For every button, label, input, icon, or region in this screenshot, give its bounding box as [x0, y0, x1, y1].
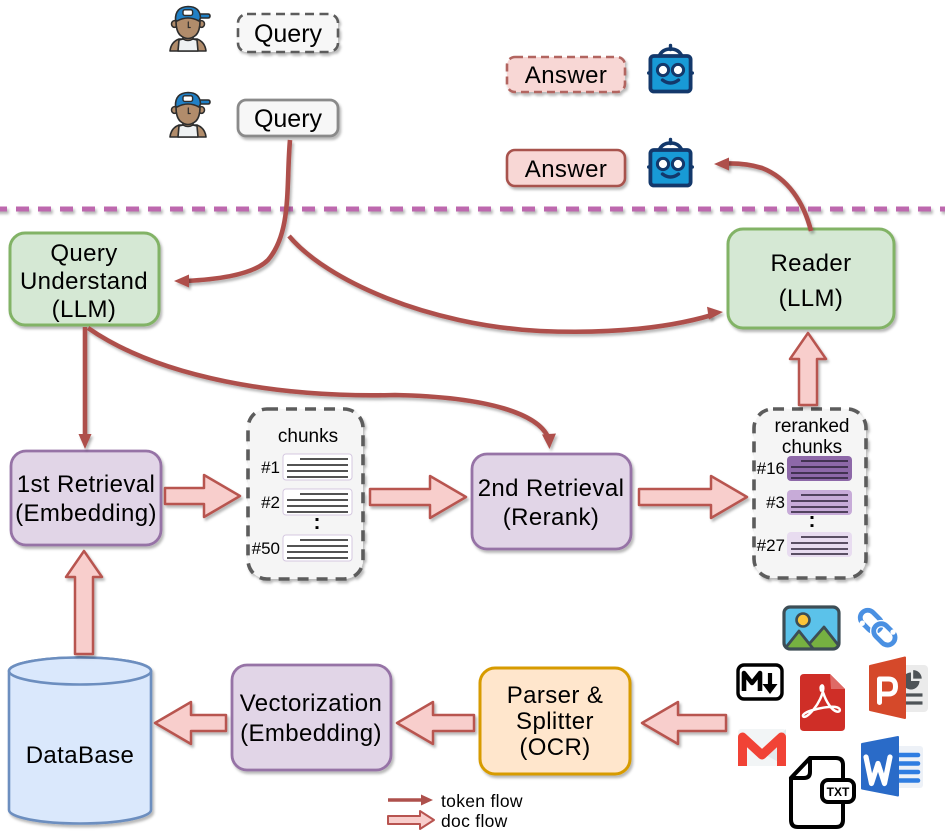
svg-text:(Embedding): (Embedding)	[15, 500, 157, 527]
svg-text:(Embedding): (Embedding)	[240, 720, 382, 747]
svg-text:TXT: TXT	[827, 785, 850, 799]
svg-text:1st Retrieval: 1st Retrieval	[17, 471, 156, 498]
svg-text:#2: #2	[261, 493, 280, 512]
svg-text:Query: Query	[254, 20, 323, 48]
svg-text::: :	[809, 509, 816, 532]
svg-text:Query: Query	[50, 240, 117, 267]
svg-text:#3: #3	[766, 493, 785, 512]
svg-text:Splitter: Splitter	[516, 708, 594, 735]
svg-text:(LLM): (LLM)	[52, 296, 117, 323]
svg-text:token flow: token flow	[441, 791, 523, 811]
svg-text:chunks: chunks	[278, 426, 338, 447]
svg-text:#27: #27	[757, 536, 785, 555]
svg-text:reranked: reranked	[775, 416, 850, 437]
svg-text:Query: Query	[254, 105, 323, 133]
svg-text:#1: #1	[261, 458, 280, 477]
svg-text:#50: #50	[252, 539, 280, 558]
svg-text:chunks: chunks	[782, 437, 842, 458]
svg-text:DataBase: DataBase	[26, 742, 135, 769]
svg-text:Reader: Reader	[770, 250, 851, 277]
svg-text:Answer: Answer	[525, 62, 607, 89]
svg-text:#16: #16	[757, 459, 785, 478]
svg-text:2nd Retrieval: 2nd Retrieval	[478, 475, 625, 502]
svg-text:Answer: Answer	[525, 156, 607, 183]
svg-text:(LLM): (LLM)	[779, 285, 844, 312]
svg-text:doc flow: doc flow	[441, 811, 508, 831]
svg-text:(OCR): (OCR)	[519, 734, 590, 761]
svg-text::: :	[314, 511, 321, 534]
svg-text:Parser &: Parser &	[507, 682, 604, 709]
svg-text:Vectorization: Vectorization	[240, 690, 383, 717]
svg-text:(Rerank): (Rerank)	[503, 504, 600, 531]
svg-text:Understand: Understand	[20, 268, 148, 295]
